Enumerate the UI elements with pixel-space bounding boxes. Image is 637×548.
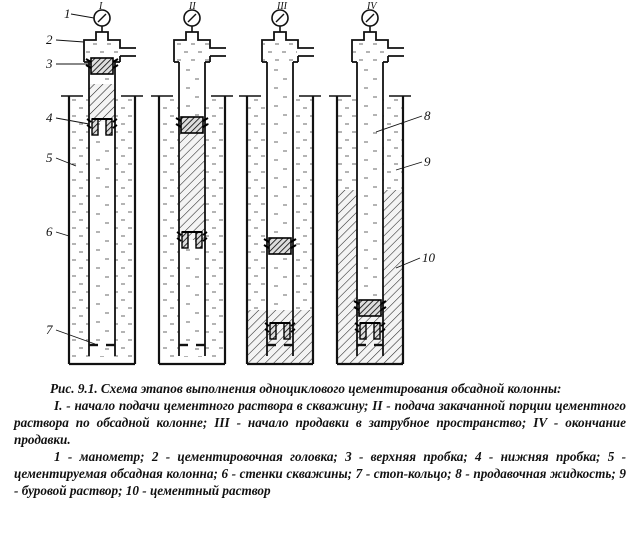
callout-labels: 1 2 3 4 5 6 7 8 9 10 I II III IV [45,1,436,337]
callout-8: 8 [424,108,431,123]
top-plug-cups [85,58,119,69]
leader-line-7 [55,329,96,345]
head-interior [263,41,297,62]
top-plug-cups [353,300,387,311]
well-stages [55,9,423,366]
caption-title: Рис. 9.1. Схема этапов выполнения одноци… [50,381,562,396]
leader-line-2 [55,39,85,43]
bottom-plug-right [105,118,113,136]
leader-line-10 [395,257,421,269]
annulus-cement-right [293,310,313,364]
manometer-needle [187,13,197,23]
leader-line-5 [55,157,77,167]
stage-label-3: III [276,1,288,12]
stage-label-4: IV [366,1,378,12]
cementing-head [351,31,404,62]
stage-2 [151,9,233,366]
bottom-plug-cups [176,231,208,242]
bottom-plug-left [91,118,99,136]
caption-legend: 1 - манометр; 2 - цементировочная головк… [14,449,626,498]
annulus-cement-left [337,190,357,364]
stage-label-2: II [188,1,196,12]
stage-1 [61,9,143,366]
top-plug-cups [263,238,297,249]
bottom-plug-left [359,322,367,340]
callout-2: 2 [46,32,53,47]
stage-4 [329,9,411,366]
casing-cement [179,122,205,240]
casing-interior [267,48,293,356]
manometer-needle [365,13,375,23]
top-plug [358,299,382,317]
bottom-plug-left [181,231,189,249]
casing-cement [89,84,115,122]
head-interior [85,41,119,62]
callout-5: 5 [46,150,53,165]
callout-10: 10 [422,250,436,265]
annulus-cement-left [247,310,267,364]
leader-line-1 [70,13,95,19]
bottom-plug-right [283,322,291,340]
bottom-plug-cups [86,118,118,129]
callout-3: 3 [45,56,53,71]
head-interior [353,41,387,62]
bottom-plug-left [269,322,277,340]
stage-3 [239,9,321,366]
cementing-head [173,31,226,62]
callout-1: 1 [64,6,71,21]
bottom-plug-cups [264,322,296,333]
head-interior [175,41,209,62]
cementing-head [83,31,136,62]
callout-4: 4 [46,110,53,125]
callout-6: 6 [46,224,53,239]
bottom-plug-right [195,231,203,249]
leader-line-6 [55,231,70,237]
cementing-diagram: 1 2 3 4 5 6 7 8 9 10 I II III IV [45,1,436,366]
callout-9: 9 [424,154,431,169]
figure-caption: Рис. 9.1. Схема этапов выполнения одноци… [14,380,626,499]
bottom-plug-cups [354,322,386,333]
callout-7: 7 [46,322,53,337]
cementing-head [261,31,314,62]
caption-stages: I. - начало подачи цементного раствора в… [14,398,626,447]
top-plug [268,237,292,255]
bottom-plug-right [373,322,381,340]
top-plug-cups [175,117,209,128]
leader-line-4 [55,117,90,125]
manometer-needle [97,13,107,23]
stage-label-1: I [98,1,103,12]
leader-line-8 [375,115,423,133]
annulus-cement-right [383,190,403,364]
top-plug [180,116,204,134]
leader-line-9 [395,161,423,171]
top-plug [90,57,114,75]
manometer-needle [275,13,285,23]
